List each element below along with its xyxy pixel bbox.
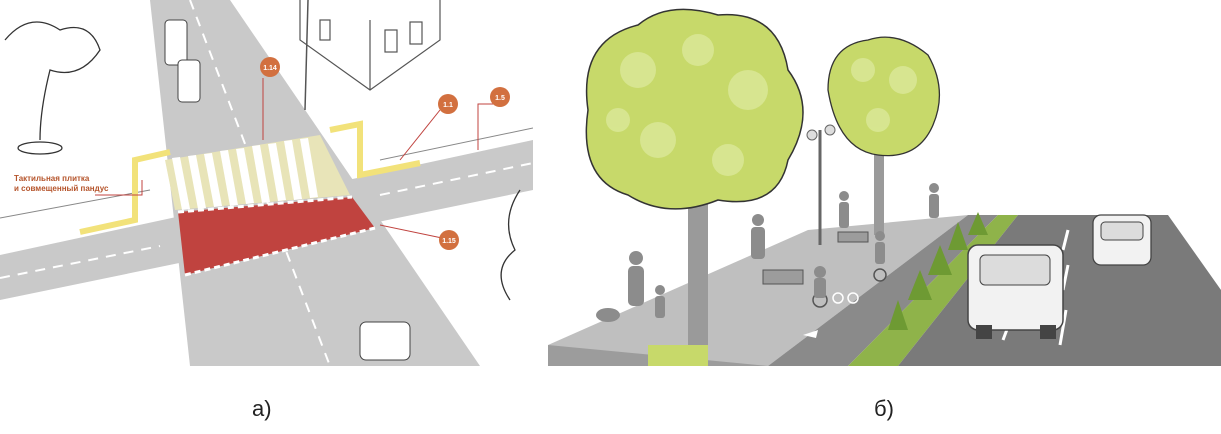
tree-trunk-large (688, 170, 708, 345)
car-middle (177, 59, 201, 103)
svg-text:1.5: 1.5 (495, 95, 505, 102)
bench-1 (762, 269, 804, 285)
intersection-illustration: 1.14 1.1 1.5 1.15 (0, 0, 533, 366)
tactile-paving-left (79, 149, 171, 235)
cyclists (812, 231, 887, 308)
street-illustration (548, 0, 1221, 366)
marker-1-14: 1.14 (260, 57, 280, 77)
pedestrians (596, 183, 939, 322)
caption-b: б) (874, 396, 894, 421)
building-sketch (299, 0, 441, 91)
tree-sketch-right (500, 189, 521, 301)
car-near (967, 244, 1064, 339)
svg-text:1.15: 1.15 (442, 238, 456, 245)
car-top (164, 19, 188, 66)
panel-a-intersection-diagram: 1.14 1.1 1.5 1.15 Тактильная плитка и со… (0, 0, 533, 366)
tree-sketch-left (4, 21, 101, 155)
sidewalk (548, 215, 968, 366)
tactile-annotation: Тактильная плитка и совмещенный пандус (14, 174, 109, 193)
svg-text:1.14: 1.14 (263, 65, 277, 72)
panel-b-street-illustration (548, 0, 1221, 366)
marker-1-5: 1.5 (490, 87, 510, 107)
caption-a: а) (252, 396, 272, 421)
svg-text:1.1: 1.1 (443, 102, 453, 109)
car-far (1092, 214, 1152, 266)
car-bottom (359, 321, 411, 361)
marker-1-1: 1.1 (438, 94, 458, 114)
red-crosswalk (178, 197, 375, 275)
tactile-paving-right (329, 120, 421, 179)
bench-2 (837, 231, 869, 243)
marker-1-15: 1.15 (439, 230, 459, 250)
tree-trunk-small (874, 140, 884, 235)
